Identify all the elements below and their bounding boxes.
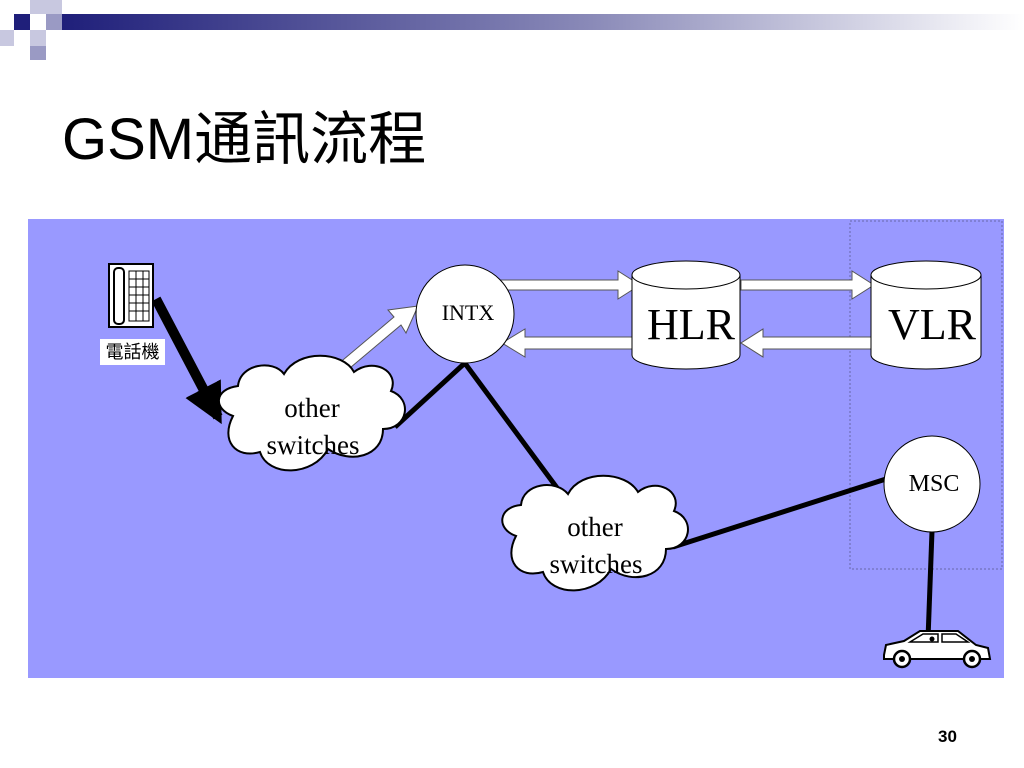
- msc-node: [883, 435, 981, 533]
- cloud-other-switches-left: [217, 354, 406, 472]
- hlr-database: [631, 260, 741, 370]
- title-decoration: [0, 0, 1024, 60]
- telephone-icon: [108, 263, 154, 328]
- slide-title: GSM通訊流程: [62, 107, 427, 172]
- intx-node: [415, 264, 515, 364]
- link-msc-to-car: [925, 530, 935, 640]
- cloud-right-line1: other: [567, 512, 622, 542]
- visited-network-region: [849, 220, 1003, 570]
- hlr-label: HLR: [647, 300, 736, 349]
- arrow-hlr-to-vlr: [740, 270, 875, 300]
- arrow-hlr-to-intx: [501, 328, 635, 358]
- gsm-flow-diagram: 電話機 INTX HLR VLR MSC other switches othe…: [28, 219, 1004, 678]
- phone-label-bg: [100, 339, 165, 365]
- link-cloud2-to-msc: [672, 476, 887, 550]
- car-icon: [883, 630, 992, 669]
- vlr-database: [870, 260, 982, 370]
- diagram-background: [28, 219, 1004, 678]
- vlr-label: VLR: [888, 300, 977, 349]
- cloud-left-line1: other: [284, 393, 339, 423]
- phone-label: 電話機: [106, 342, 160, 362]
- arrow-intx-to-hlr: [499, 270, 641, 300]
- link-intx-to-cloud2: [461, 360, 566, 498]
- msc-label: MSC: [909, 471, 960, 497]
- intx-label: INTX: [442, 300, 495, 325]
- link-phone-to-cloud: [151, 296, 223, 425]
- cloud-other-switches-right: [501, 474, 689, 592]
- link-cloud-to-intx: [393, 360, 468, 429]
- arrow-vlr-to-hlr: [740, 328, 873, 358]
- cloud-left-line2: switches: [267, 430, 360, 460]
- cloud-right-line2: switches: [550, 549, 643, 579]
- page-number: 30: [938, 727, 957, 746]
